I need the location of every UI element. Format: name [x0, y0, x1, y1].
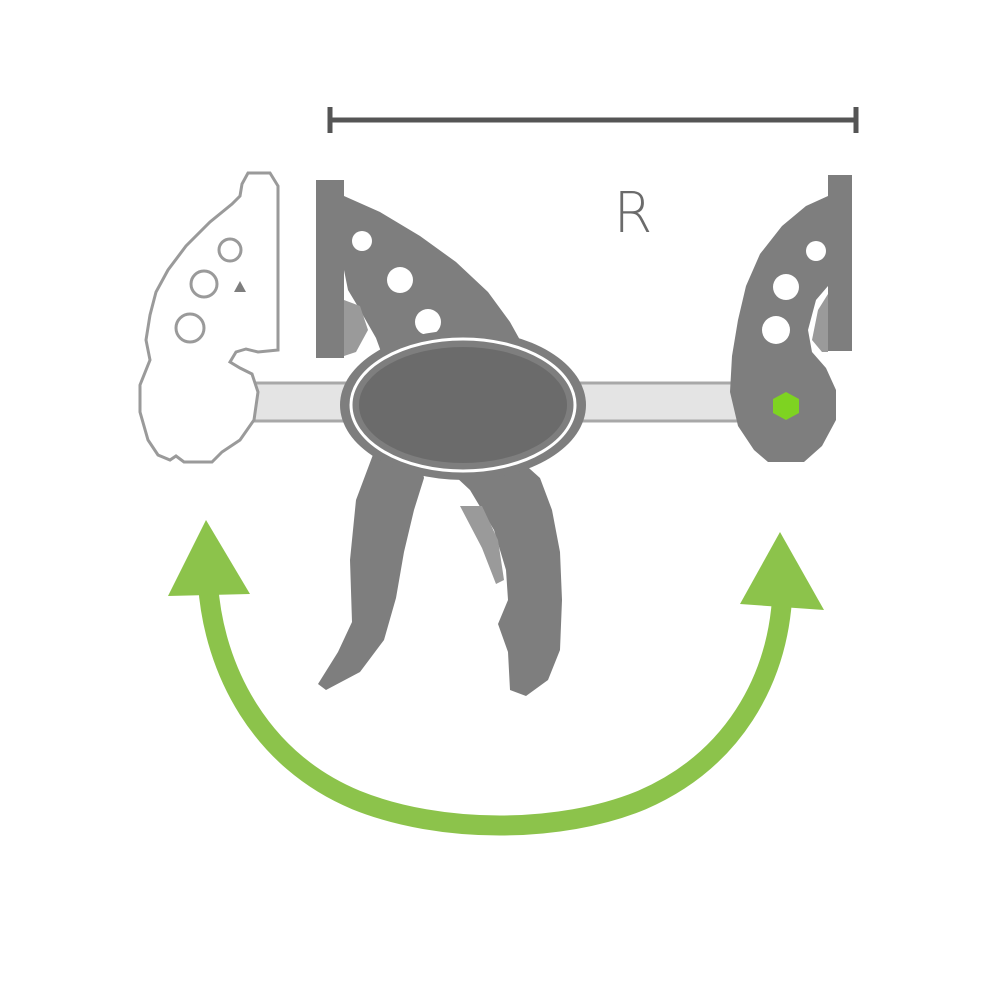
hex-nut-icon — [773, 392, 799, 420]
left-jaw-holes — [174, 237, 243, 344]
handle-jaw — [316, 180, 520, 360]
curved-double-arrow-icon — [168, 520, 824, 836]
left-jaw-marker-icon — [234, 281, 246, 292]
right-jaw — [730, 175, 852, 462]
dimension-line-icon — [327, 107, 859, 133]
clamp-handle — [318, 330, 586, 696]
reverse-label: R — [614, 181, 653, 246]
left-jaw-outline — [138, 171, 280, 464]
